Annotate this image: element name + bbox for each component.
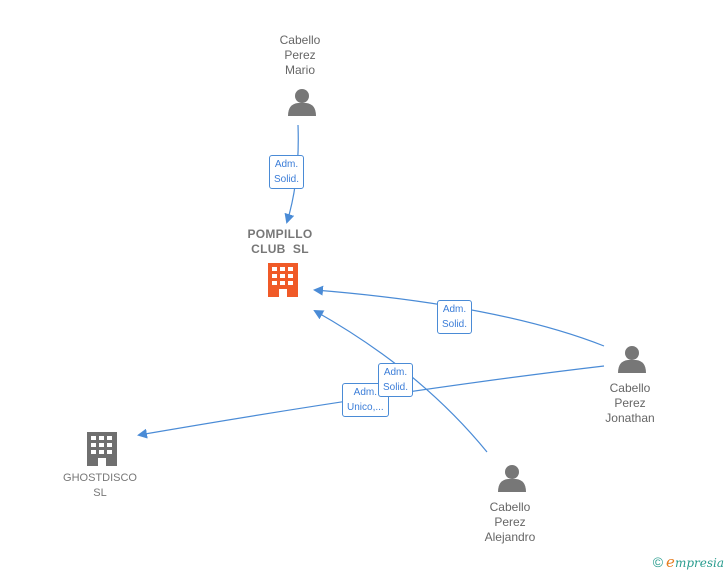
edge-label-alejandro-pompillo[interactable]: Adm. Solid. [378, 363, 414, 397]
person-icon[interactable] [618, 346, 646, 373]
edge-jonathan-pompillo [313, 285, 605, 347]
edge-label-jonathan-pompillo[interactable]: Adm. Solid. [437, 300, 473, 334]
person-icon[interactable] [498, 465, 526, 492]
edge-label-mario-pompillo[interactable]: Adm. Solid. [269, 155, 305, 189]
building-icon[interactable] [87, 432, 117, 466]
node-label-jonathan[interactable]: Cabello Perez Jonathan [605, 381, 655, 425]
building-icon[interactable] [268, 263, 298, 297]
copyright-icon: © [652, 554, 664, 570]
person-icon[interactable] [288, 89, 316, 116]
empresia-logo[interactable]: ©empresia [652, 553, 724, 571]
node-label-alejandro[interactable]: Cabello Perez Alejandro [484, 500, 536, 544]
node-label-pompillo[interactable]: POMPILLO CLUB SL [247, 227, 313, 256]
node-label-mario[interactable]: Cabello Perez Mario [279, 33, 321, 77]
node-label-ghostdisco[interactable]: GHOSTDISCO SL [63, 472, 137, 499]
